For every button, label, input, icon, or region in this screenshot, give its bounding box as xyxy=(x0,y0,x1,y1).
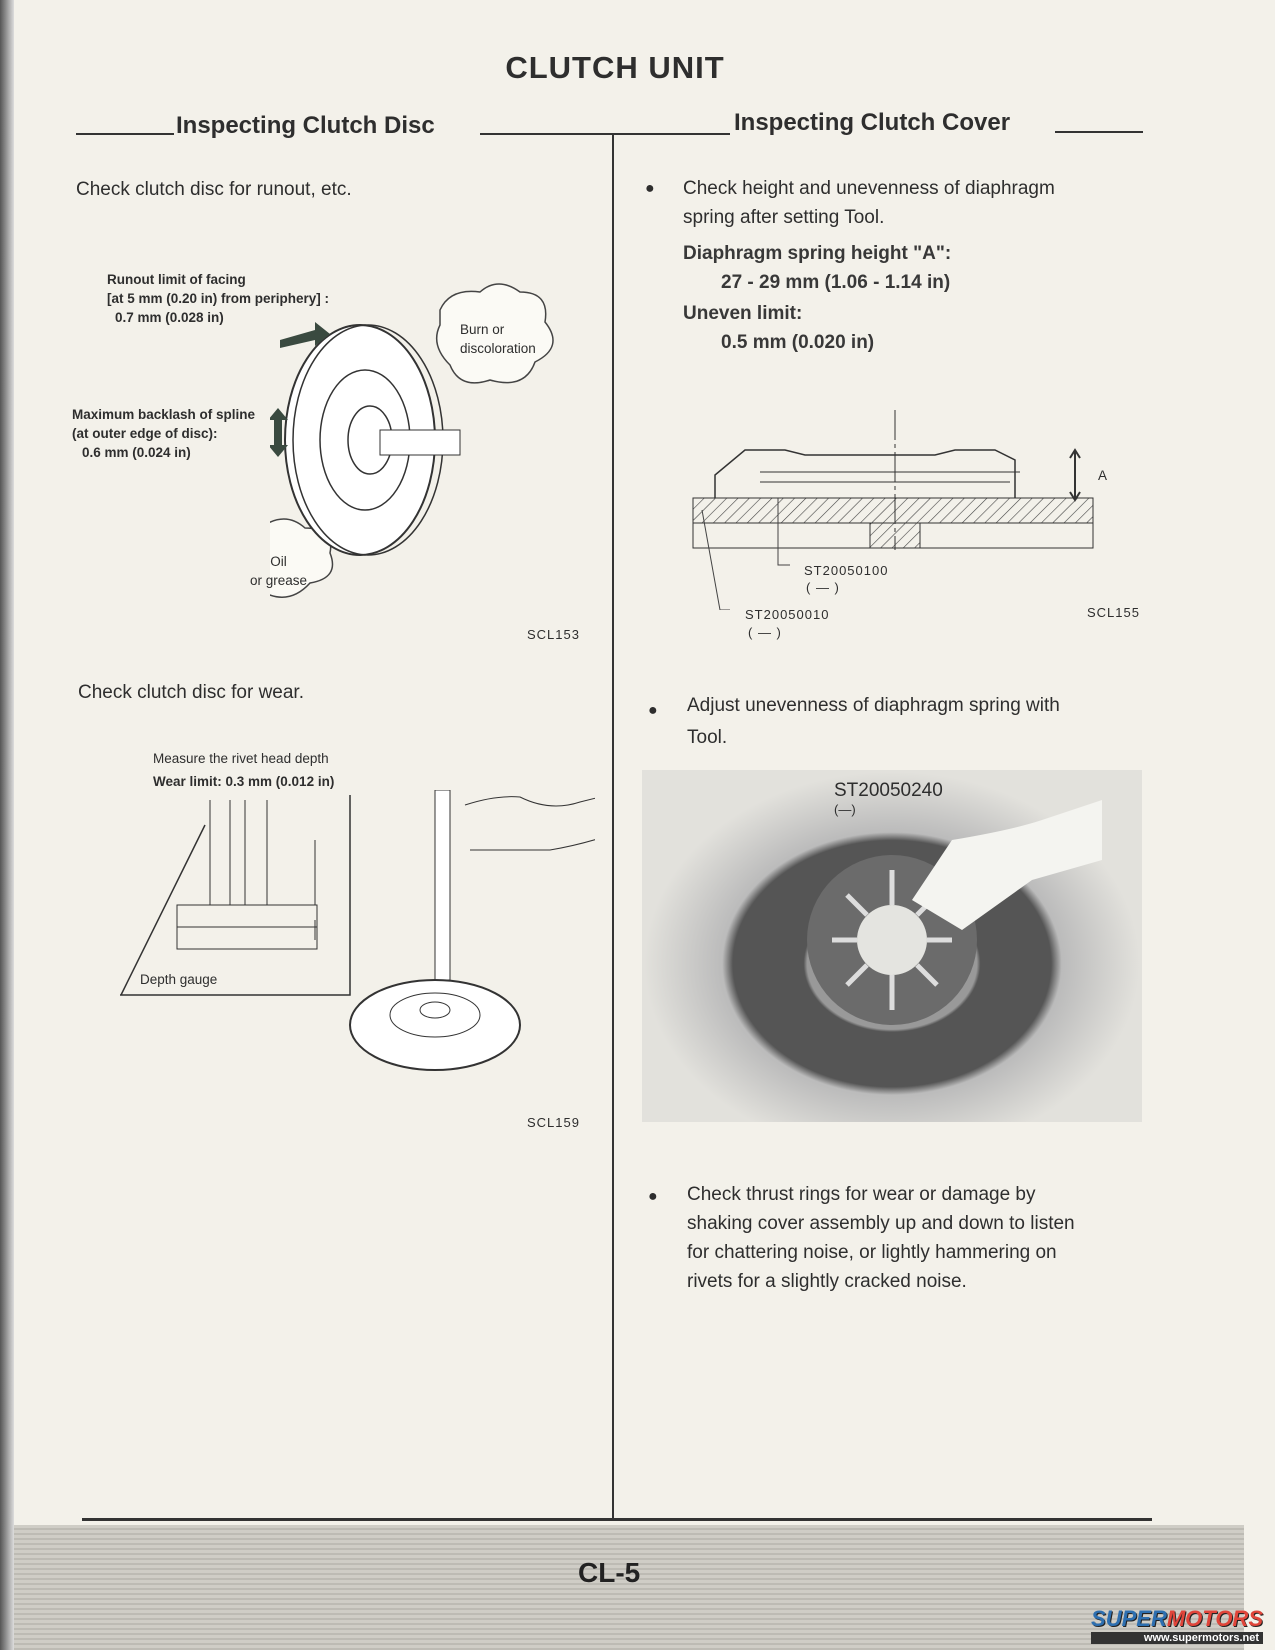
height-check-text: Check height and unevenness of diaphragm… xyxy=(683,178,1055,228)
runout-label: Runout limit of facing [at 5 mm (0.20 in… xyxy=(107,272,330,325)
dimension-a-label: A xyxy=(1098,468,1108,483)
bullet-icon: ● xyxy=(645,180,655,197)
disc-wear-text: Check clutch disc for wear. xyxy=(78,682,304,703)
binding-edge xyxy=(0,0,14,1650)
disc-runout-text: Check clutch disc for runout, etc. xyxy=(76,179,352,200)
photo-tool-sub: (—) xyxy=(834,802,856,817)
header-rule xyxy=(480,133,730,135)
thrust-ring-text: Check thrust rings for wear or damage by… xyxy=(687,1184,1075,1292)
depth-gauge-illustration xyxy=(120,790,595,1071)
wear-limit-label: Wear limit: 0.3 mm (0.012 in) xyxy=(153,774,335,789)
depth-gauge-label: Depth gauge xyxy=(140,972,218,987)
bullet-icon: ● xyxy=(648,1188,658,1205)
clutch-cover-section-diagram xyxy=(692,410,1094,610)
figure-code: SCL153 xyxy=(527,627,580,642)
adjust-text: Adjust unevenness of diaphragm spring wi… xyxy=(687,695,1060,748)
page-number: CL-5 xyxy=(578,1557,641,1588)
measure-label: Measure the rivet head depth xyxy=(153,751,329,766)
backlash-label: Maximum backlash of spline (at outer edg… xyxy=(72,407,256,460)
diaphragm-spring-graphic xyxy=(807,800,1102,1025)
column-divider xyxy=(612,133,614,1518)
tool-code: ST20050010 xyxy=(745,607,830,622)
figure-code: SCL159 xyxy=(527,1115,580,1130)
tool-code: ST20050100 xyxy=(804,563,889,578)
bottom-rule xyxy=(82,1518,1152,1521)
clutch-disc-illustration xyxy=(270,283,554,598)
tool-code-sub: ( — ) xyxy=(748,625,782,640)
header-rule xyxy=(76,133,174,135)
right-header: Inspecting Clutch Cover xyxy=(734,109,1011,136)
figure-code: SCL155 xyxy=(1087,605,1140,620)
footer-scan-band xyxy=(14,1525,1244,1650)
photo-tool-code: ST20050240 xyxy=(834,780,943,801)
page-title: CLUTCH UNIT xyxy=(505,50,725,85)
left-header: Inspecting Clutch Disc xyxy=(176,112,435,139)
bullet-icon: ● xyxy=(648,702,658,719)
spec-block: Diaphragm spring height "A": 27 - 29 mm … xyxy=(683,243,952,353)
clutch-cover-photo xyxy=(642,770,1142,1122)
watermark-logo: SUPERMOTORS www.supermotors.net xyxy=(1091,1606,1263,1644)
header-rule xyxy=(1055,131,1143,133)
tool-code-sub: ( — ) xyxy=(806,580,840,595)
